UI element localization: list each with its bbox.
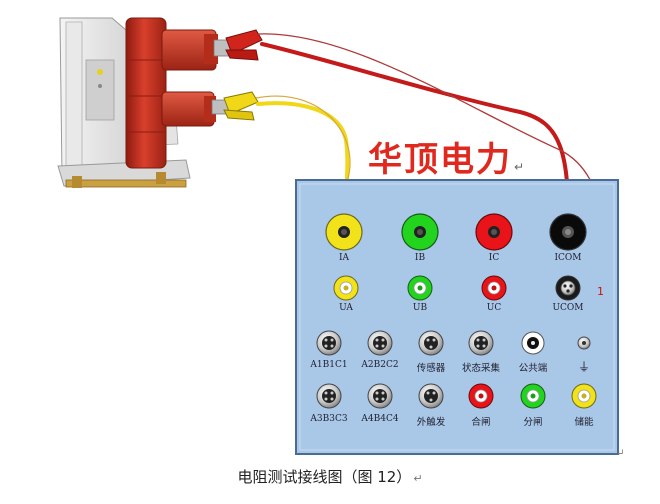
current-terminal-icom	[549, 213, 587, 251]
yellow-crocodile-clip	[223, 91, 259, 121]
brand-paragraph-mark: ↵	[514, 160, 525, 174]
aviation-socket-external-trigger	[418, 383, 444, 409]
close-terminal	[468, 383, 494, 409]
voltage-terminal-ub	[407, 275, 433, 301]
open-terminal	[520, 383, 546, 409]
figure-caption: 电阻测试接线图（图 12）↵	[0, 466, 660, 487]
label-ib: IB	[414, 253, 426, 263]
brand-title: 华顶电力↵	[368, 132, 524, 181]
label-a3b3c3: A3B3C3	[310, 414, 348, 424]
aviation-socket-a3b3c3	[316, 383, 342, 409]
label-ic: IC	[488, 253, 500, 263]
label-energy-storage: 储能	[574, 417, 594, 428]
label-common: 公共端	[518, 363, 548, 374]
label-a1b1c1: A1B1C1	[310, 360, 348, 370]
brand-text: 华顶电力	[368, 140, 512, 180]
voltage-terminal-ua	[333, 275, 359, 301]
current-terminal-ib	[401, 213, 439, 251]
aviation-socket-a1b1c1	[316, 330, 342, 356]
aviation-socket-status	[468, 330, 494, 356]
voltage-terminal-ucom	[555, 275, 581, 301]
energy-storage-terminal	[571, 383, 597, 409]
panel-paragraph-mark: ↵	[616, 448, 625, 459]
caption-text: 电阻测试接线图（图 12）	[237, 468, 412, 486]
common-terminal	[521, 331, 545, 355]
label-open: 分闸	[523, 417, 543, 428]
aviation-socket-a4b4c4	[367, 383, 393, 409]
label-icom: ICOM	[554, 253, 582, 263]
pointer-number: 1	[597, 285, 604, 298]
label-sensor: 传感器	[416, 363, 446, 374]
ground-terminal	[577, 336, 591, 350]
label-uc: UC	[486, 303, 502, 313]
circuit-breaker	[57, 17, 231, 188]
label-ua: UA	[339, 303, 353, 313]
label-ground-icon: ⏚	[577, 360, 590, 374]
voltage-terminal-uc	[481, 275, 507, 301]
aviation-socket-sensor	[418, 330, 444, 356]
label-close: 合闸	[471, 417, 491, 428]
label-a2b2c2: A2B2C2	[361, 360, 399, 370]
aviation-socket-a2b2c2	[367, 330, 393, 356]
label-status-collect: 状态采集	[461, 363, 500, 374]
label-a4b4c4: A4B4C4	[361, 414, 399, 424]
label-ia: IA	[338, 253, 350, 263]
caption-paragraph-mark: ↵	[413, 472, 423, 485]
current-terminal-ic	[475, 213, 513, 251]
current-terminal-ia	[325, 213, 363, 251]
label-ub: UB	[412, 303, 428, 313]
red-crocodile-clip	[225, 29, 263, 61]
label-ucom: UCOM	[552, 303, 584, 313]
label-external-trigger: 外触发	[416, 417, 446, 428]
